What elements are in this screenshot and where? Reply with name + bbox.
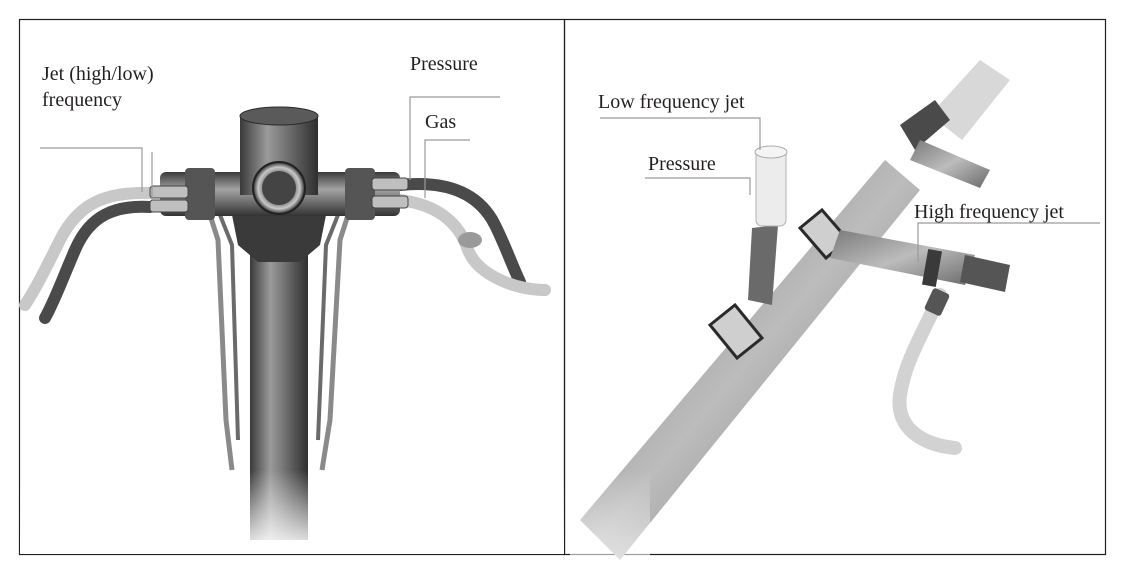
label-gas: Gas: [425, 111, 456, 133]
right-dark-hose: [394, 178, 526, 288]
tube-collar: [232, 215, 326, 262]
label-pressure-left: Pressure: [410, 53, 478, 75]
left-side-tube: [207, 214, 235, 471]
hose-clip: [458, 232, 482, 248]
low-jet-fitting-top: [754, 145, 788, 159]
top-cylinder-rim: [239, 106, 319, 126]
low-jet-fitting: [755, 147, 787, 227]
elbow-connector: [900, 100, 950, 150]
label-pressure-right: Pressure: [648, 153, 716, 175]
right-panel-border: [563, 18, 1107, 556]
left-port-bottom: [149, 199, 189, 213]
central-port-hole: [262, 171, 296, 205]
left-cap: [185, 168, 215, 220]
background-tube: [930, 60, 1010, 140]
pressure-right-leader: [645, 177, 751, 195]
high-jet-end: [960, 255, 1010, 292]
pressure-leader: [409, 96, 500, 180]
main-diagonal-tube: [580, 160, 920, 560]
diagonal-fade: [570, 470, 650, 560]
high-jet-collar: [921, 249, 943, 287]
low-jet-leader: [600, 117, 761, 150]
label-high-frequency-jet: High frequency jet: [914, 201, 1064, 223]
right-illustration: [570, 60, 1100, 560]
left-side-tube-2: [218, 214, 240, 441]
hose-connector: [924, 288, 950, 316]
right-light-hose: [394, 194, 551, 296]
elbow-arm: [910, 140, 990, 188]
left-illustration: [19, 96, 564, 554]
lower-collar: [707, 302, 765, 361]
jet-leader: [40, 147, 143, 192]
right-side-tube: [319, 214, 351, 471]
right-cap: [345, 168, 375, 220]
right-port-bottom: [371, 195, 409, 209]
label-jet-line1: Jet (high/low): [42, 63, 154, 85]
right-port-top: [371, 177, 409, 191]
left-dark-hose: [39, 200, 156, 324]
label-jet-line2: frequency: [42, 89, 122, 111]
left-port-top: [149, 185, 189, 199]
hanging-hose: [892, 288, 962, 455]
tube-fade: [20, 470, 564, 554]
gas-leader: [424, 139, 470, 198]
left-light-hose: [19, 186, 156, 311]
right-side-tube-2: [316, 214, 340, 441]
high-jet-branch: [830, 230, 975, 285]
high-jet-leader: [917, 222, 1100, 262]
low-jet-branch: [748, 225, 778, 305]
label-low-frequency-jet: Low frequency jet: [598, 91, 745, 113]
